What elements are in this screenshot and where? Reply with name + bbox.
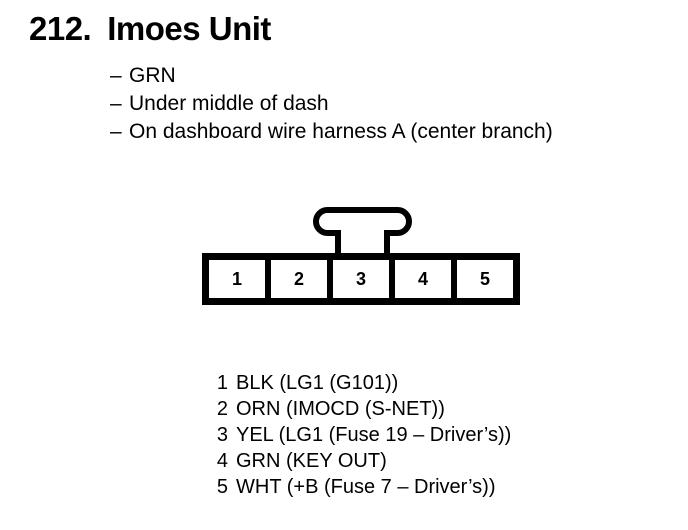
connector-cavity-1: 1 [209, 260, 271, 298]
legend-pin-description: ORN (IMOCD (S-NET)) [236, 398, 445, 420]
legend-pin-number: 2 [216, 398, 228, 420]
legend-pin-description: GRN (KEY OUT) [236, 450, 387, 472]
dash-bullet-icon: – [110, 64, 122, 87]
connector-body: 1 2 3 4 5 [202, 253, 520, 305]
legend-pin-description: WHT (+B (Fuse 7 – Driver’s)) [236, 476, 496, 498]
list-item-label: GRN [129, 64, 176, 87]
notes-list: –GRN –Under middle of dash –On dashboard… [110, 62, 553, 146]
section-number: 212. [29, 10, 92, 47]
locking-tab-leg-right [384, 230, 390, 256]
list-item-label: On dashboard wire harness A (center bran… [129, 120, 553, 143]
legend-pin-number: 4 [216, 450, 228, 472]
cavity-number: 2 [293, 269, 304, 289]
legend-pin-description: YEL (LG1 (Fuse 19 – Driver’s)) [236, 424, 512, 446]
cavity-number: 4 [417, 269, 428, 289]
connector-cavity-4: 4 [395, 260, 457, 298]
connector-cavity-2: 2 [271, 260, 333, 298]
legend-row: 1 BLK (LG1 (G101)) [208, 370, 511, 396]
list-item: –GRN [110, 62, 553, 90]
connector-diagram: 1 2 3 4 5 [202, 207, 520, 307]
dash-bullet-icon: – [110, 92, 122, 115]
dash-bullet-icon: – [110, 120, 122, 143]
legend-row: 4 GRN (KEY OUT) [208, 448, 511, 474]
list-item-label: Under middle of dash [129, 92, 329, 115]
legend-pin-number: 3 [216, 424, 228, 446]
legend-row: 5 WHT (+B (Fuse 7 – Driver’s)) [208, 474, 511, 500]
section-title: Imoes Unit [107, 10, 271, 47]
legend-row: 3 YEL (LG1 (Fuse 19 – Driver’s)) [208, 422, 511, 448]
list-item: –On dashboard wire harness A (center bra… [110, 118, 553, 146]
connector-cavity-3: 3 [333, 260, 395, 298]
cavity-number: 1 [231, 269, 242, 289]
list-item: –Under middle of dash [110, 90, 553, 118]
locking-tab-leg-left [335, 230, 341, 256]
connector-cavity-5: 5 [457, 260, 513, 298]
page-title: 212. Imoes Unit [29, 12, 271, 45]
legend-row: 2 ORN (IMOCD (S-NET)) [208, 396, 511, 422]
locking-tab-gap [335, 228, 390, 238]
cavity-number: 3 [355, 269, 366, 289]
legend-pin-description: BLK (LG1 (G101)) [236, 372, 399, 394]
cavity-number: 5 [479, 269, 490, 289]
legend-pin-number: 1 [216, 372, 228, 394]
pin-legend: 1 BLK (LG1 (G101)) 2 ORN (IMOCD (S-NET)) 3… [208, 370, 511, 500]
legend-pin-number: 5 [216, 476, 228, 498]
